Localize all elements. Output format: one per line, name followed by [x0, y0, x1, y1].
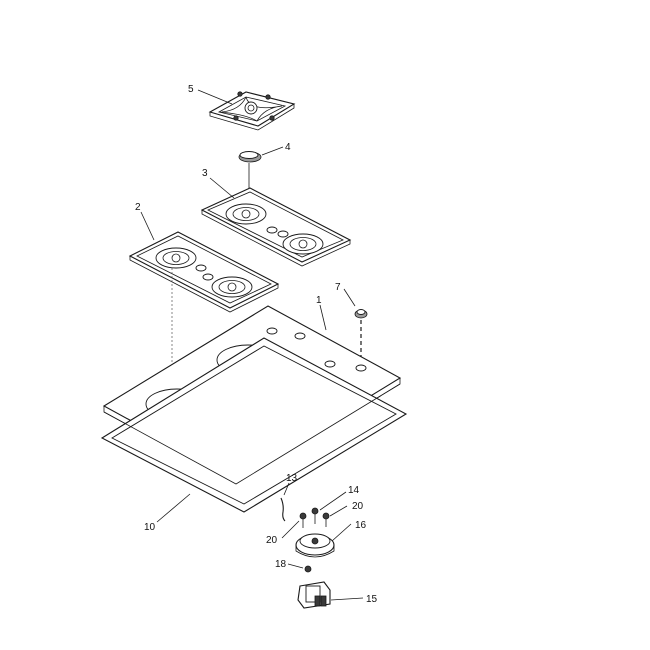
electrode-14: [311, 507, 319, 524]
callout-10: 10: [144, 522, 156, 533]
plug-grommet: [354, 309, 368, 319]
callout-20-left: 20: [266, 535, 278, 546]
screw-20-right: [322, 512, 330, 527]
screw-18: [304, 565, 312, 573]
callout-18: 18: [275, 559, 287, 570]
burner-valve: [297, 581, 331, 609]
leader-lines: [140, 89, 364, 601]
callout-7: 7: [335, 282, 341, 293]
callout-3: 3: [202, 168, 208, 179]
callout-1: 1: [316, 295, 322, 306]
burner-module-rear: [200, 187, 352, 267]
callout-15: 15: [366, 594, 378, 605]
cooktop-gasket: [100, 337, 408, 513]
burner-cap: [238, 151, 262, 163]
burner-base: [295, 533, 335, 558]
burner-grate: [208, 91, 296, 131]
callout-20-right: 20: [352, 501, 364, 512]
callout-4: 4: [285, 142, 291, 153]
callout-14: 14: [348, 485, 360, 496]
callout-13: 13: [286, 473, 298, 484]
igniter-wire: [280, 497, 286, 522]
callout-16: 16: [355, 520, 367, 531]
callout-2: 2: [135, 202, 141, 213]
burner-module-left: [128, 231, 280, 313]
callout-5: 5: [188, 84, 194, 95]
screw-20-left: [299, 512, 307, 528]
